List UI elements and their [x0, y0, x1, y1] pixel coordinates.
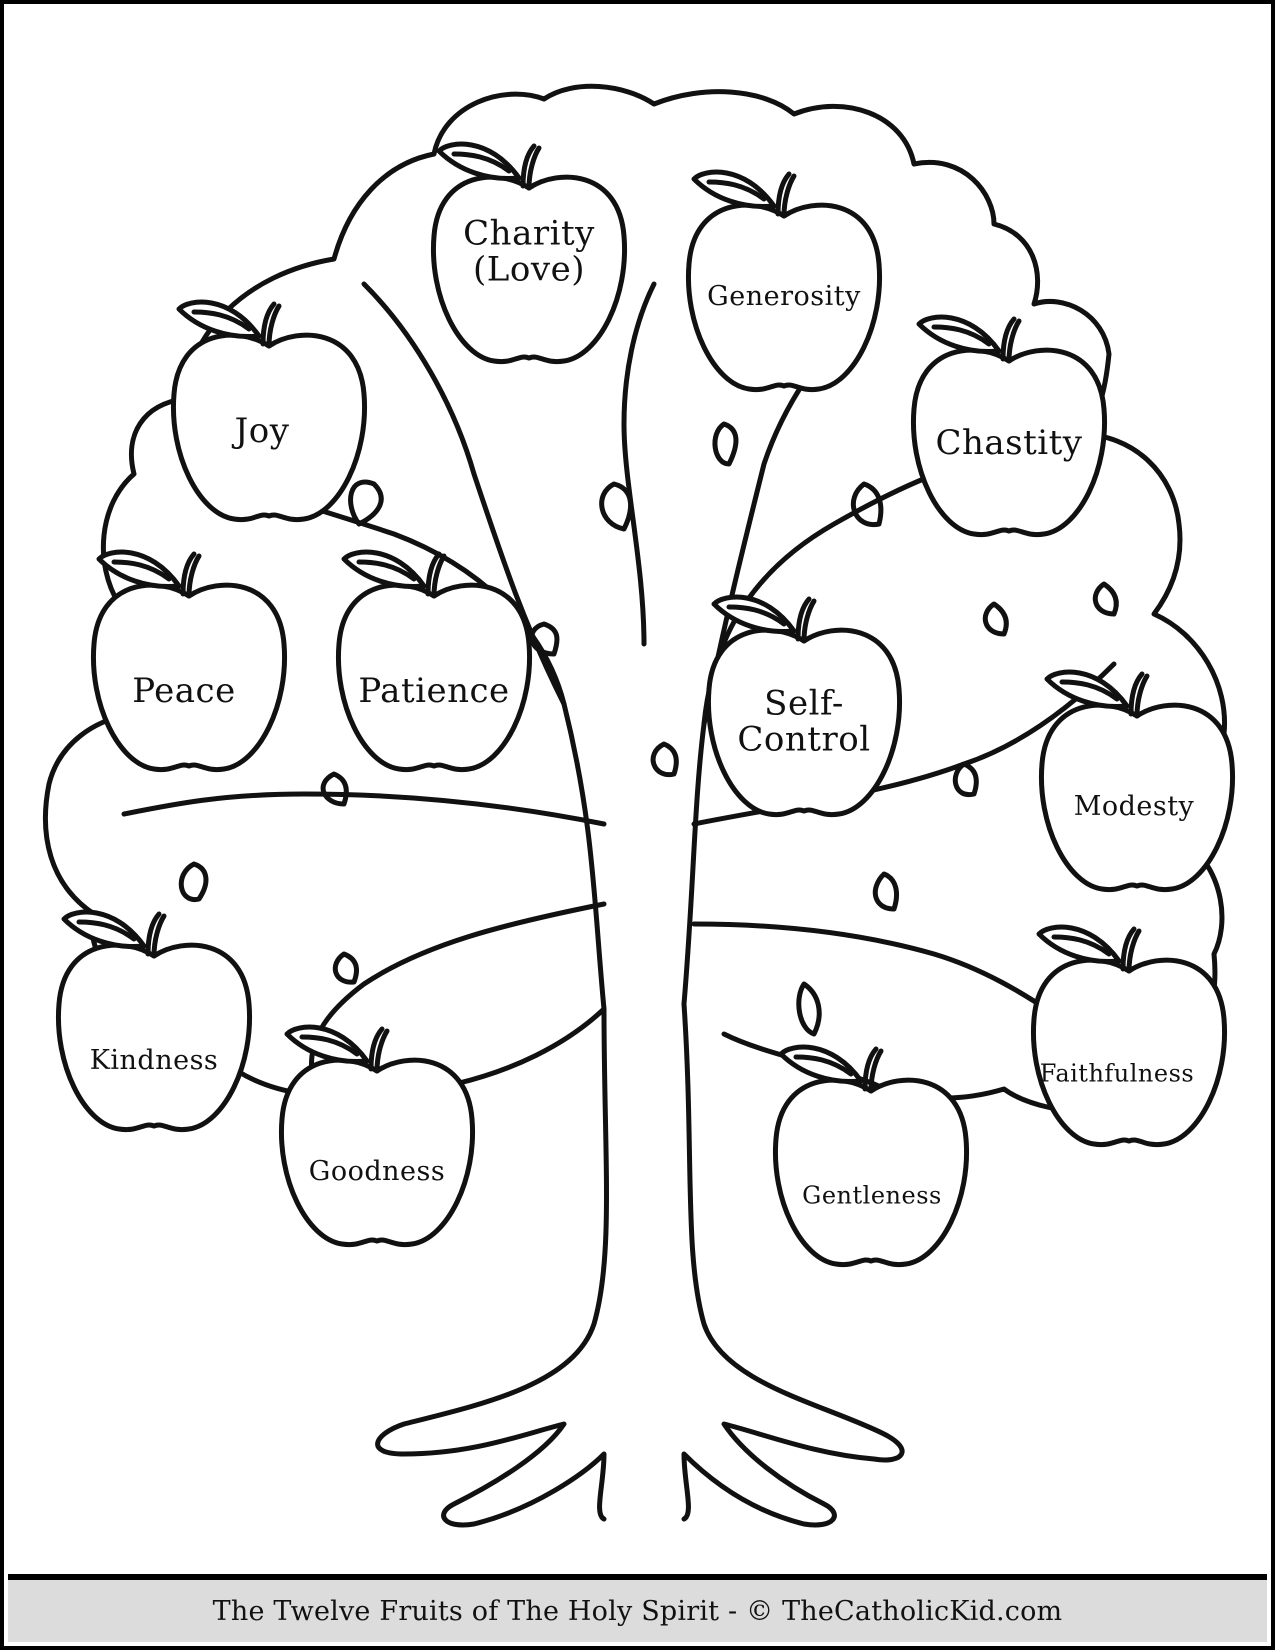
fruit-label-generosity: Generosity	[707, 280, 861, 312]
fruit-label-patience: Patience	[358, 671, 510, 712]
fruit-label-goodness: Goodness	[308, 1155, 446, 1187]
fruit-label-line: (Love)	[473, 249, 585, 289]
trunk-right	[681, 1001, 905, 1528]
footer-caption-bar: The Twelve Fruits of The Holy Spirit - ©…	[8, 1574, 1267, 1642]
fruit-label-joy: Joy	[234, 411, 290, 452]
fruit-label-modesty: Modesty	[1073, 790, 1195, 822]
fruit-label-line: Charity	[463, 213, 595, 254]
fruit-label-self-control: Self- Control	[737, 686, 870, 757]
apple-gentleness	[775, 1047, 966, 1265]
apple-peace	[93, 552, 284, 770]
tree-illustration	[42, 83, 1275, 1528]
fruit-label-peace: Peace	[132, 671, 236, 712]
apple-patience	[338, 552, 529, 770]
apple-kindness	[58, 912, 249, 1130]
fruit-label-chastity: Chastity	[935, 423, 1083, 464]
apple-faithfulness	[1033, 927, 1224, 1145]
fruit-label-kindness: Kindness	[89, 1044, 219, 1076]
leaf-icons	[178, 421, 1119, 1037]
fruit-label-line: Self-	[764, 683, 844, 724]
fruit-label-charity: Charity (Love)	[463, 216, 595, 287]
fruit-label-gentleness: Gentleness	[802, 1181, 942, 1210]
fruit-label-faithfulness: Faithfulness	[1039, 1059, 1195, 1088]
footer-caption: The Twelve Fruits of The Holy Spirit - ©…	[212, 1595, 1063, 1627]
fruit-label-line: Control	[737, 719, 871, 759]
canopy-outline	[42, 83, 1228, 1117]
trunk-left	[375, 1006, 609, 1528]
